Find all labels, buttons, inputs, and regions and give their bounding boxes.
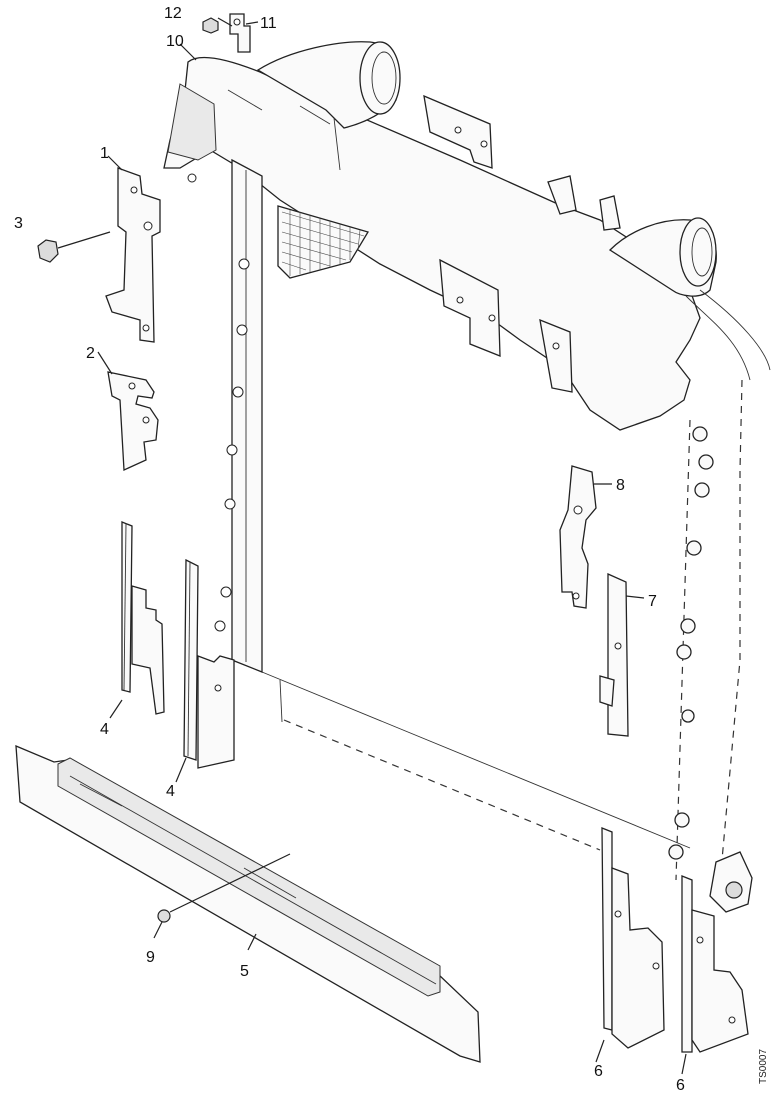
callout-8: 8 — [616, 477, 625, 494]
side-panel-part-4b — [183, 558, 235, 769]
callout-labels: 12 11 10 1 3 2 4 4 5 9 6 6 7 8 — [14, 5, 685, 1094]
callout-4b: 4 — [166, 783, 175, 800]
leader-4b — [175, 757, 187, 783]
leader-6a — [595, 1039, 605, 1063]
callout-4a: 4 — [100, 721, 109, 738]
bracket-part-2 — [107, 371, 159, 471]
leader-6b — [681, 1053, 687, 1075]
callout-6a: 6 — [594, 1063, 603, 1080]
bolt-part-3 — [37, 231, 111, 263]
leader-lines — [97, 17, 687, 1075]
callout-10: 10 — [166, 33, 184, 50]
bracket-part-8 — [559, 465, 597, 609]
side-panel-part-4a — [121, 521, 165, 715]
bracket-part-1 — [105, 167, 161, 343]
callout-5: 5 — [240, 963, 249, 980]
callout-3: 3 — [14, 215, 23, 232]
callout-11: 11 — [260, 15, 277, 32]
figure-code-stamp: TS0007 — [758, 1049, 769, 1084]
radiator-core-frame — [214, 158, 771, 913]
callout-9: 9 — [146, 949, 155, 966]
mesh-screen — [277, 205, 369, 279]
nut-part-9 — [157, 853, 291, 923]
callout-12: 12 — [164, 5, 182, 22]
leader-4a — [109, 699, 123, 719]
leader-9 — [153, 921, 163, 939]
leader-10 — [179, 43, 197, 61]
nut-part-12 — [202, 17, 219, 34]
bottom-shroud-part-5 — [15, 744, 481, 1063]
callout-1: 1 — [100, 145, 109, 162]
leader-7 — [625, 595, 645, 599]
leader-12 — [217, 17, 233, 27]
side-panel-part-6b — [681, 875, 749, 1053]
callout-7: 7 — [648, 593, 657, 610]
bracket-part-7 — [599, 572, 629, 737]
side-panel-part-6a — [601, 827, 665, 1049]
leader-1 — [107, 155, 123, 171]
upper-duct-assembly — [163, 41, 717, 431]
leader-11 — [245, 21, 259, 25]
callout-2: 2 — [86, 345, 95, 362]
leader-5 — [247, 933, 257, 951]
clip-part-11 — [229, 13, 251, 53]
leader-2 — [97, 351, 113, 375]
callout-6b: 6 — [676, 1077, 685, 1094]
